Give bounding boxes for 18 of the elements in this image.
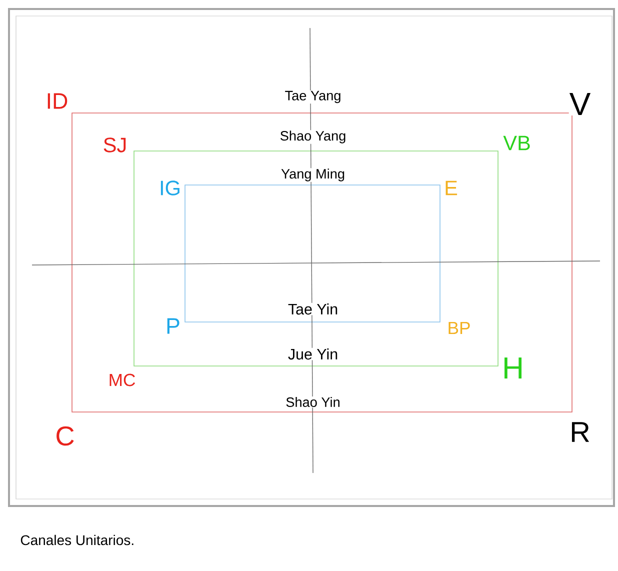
label: ID bbox=[45, 92, 69, 110]
channel-rectangle bbox=[134, 150, 498, 366]
channel-rectangle bbox=[184, 184, 440, 322]
label: P bbox=[165, 318, 181, 334]
label: Tae Yin bbox=[287, 302, 339, 316]
label: E bbox=[444, 180, 458, 196]
label: VB bbox=[502, 135, 532, 151]
label: V bbox=[568, 92, 592, 116]
label: Tae Yang bbox=[284, 90, 342, 104]
label: SJ bbox=[102, 137, 128, 153]
label: H bbox=[502, 357, 524, 379]
caption: Canales Unitarios. bbox=[20, 534, 134, 546]
label: Shao Yin bbox=[285, 396, 341, 408]
label: C bbox=[54, 426, 76, 446]
label: Jue Yin bbox=[287, 348, 339, 360]
label: R bbox=[569, 422, 591, 442]
label: IG bbox=[158, 180, 182, 196]
label: Shao Yang bbox=[279, 130, 347, 144]
